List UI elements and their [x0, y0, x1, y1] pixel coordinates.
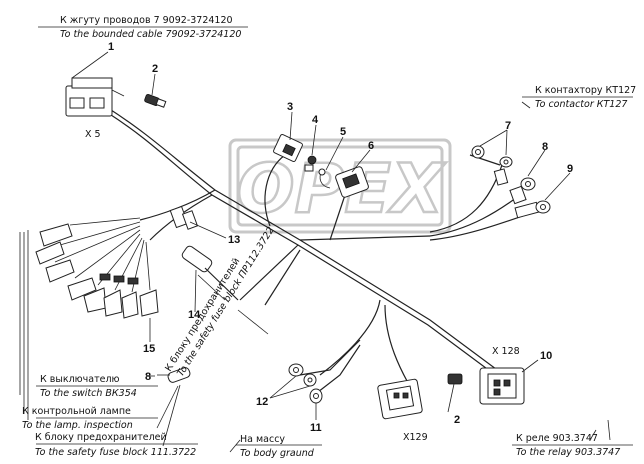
label-fuse-en: To the safety fuse block 111.3722	[35, 447, 196, 458]
connector-x128	[479, 367, 525, 405]
connector-x128-label: X 128	[492, 346, 520, 357]
label-block-pr-ru: К блоку предохранителей	[163, 256, 242, 374]
callout-3: 3	[287, 101, 293, 113]
label-relay-en: To the relay 903.3747	[516, 447, 620, 458]
callout-12: 12	[256, 396, 268, 408]
callout-13: 13	[228, 234, 240, 246]
callout-2-bottom: 2	[454, 414, 460, 426]
callout-5: 5	[340, 126, 346, 138]
label-fuse-ru: К блоку предохранителей	[35, 432, 167, 443]
label-contactor-en: To contactor КТ127	[535, 99, 627, 110]
connector-part-6	[335, 166, 369, 198]
callout-2-top: 2	[152, 63, 158, 75]
connector-part-3	[273, 134, 303, 162]
label-switch-ru: К выключателю	[40, 374, 120, 385]
label-lamp-en: To the lamp. inspection	[22, 420, 133, 431]
terminal-part-2	[144, 94, 167, 108]
terminal-part-8-bottom	[167, 367, 191, 383]
callout-numbers: 1 2 3 4 5 6 7 8 9 10 11 12 13 14 15 8 2	[108, 41, 573, 434]
label-mass-en: To body graund	[240, 448, 315, 459]
connector-x5	[65, 77, 125, 117]
fitting-part-4	[304, 155, 317, 172]
callout-14: 14	[188, 309, 201, 321]
callout-6: 6	[368, 140, 374, 152]
callout-8-bottom: 8	[145, 371, 151, 383]
callout-1: 1	[108, 41, 114, 53]
connector-x5-label: X 5	[85, 129, 101, 140]
label-contactor-ru: К контахтору КТ127	[535, 85, 636, 96]
ring-terminal-7	[469, 145, 513, 186]
label-mass-ru: На массу	[240, 434, 285, 445]
label-relay-ru: К реле 903.3747	[516, 433, 598, 444]
fitting-part-5	[318, 168, 331, 189]
fuse-holder-part-14	[181, 245, 239, 301]
label-bounded-cable-ru: К жгуту проводов 7 9092-3724120	[60, 15, 233, 26]
connector-part-13	[169, 205, 199, 230]
callout-8-top: 8	[542, 141, 548, 153]
ring-terminal-9	[514, 200, 551, 219]
callout-11: 11	[310, 422, 322, 434]
callout-9: 9	[567, 163, 573, 175]
callout-15: 15	[143, 343, 155, 355]
label-switch-en: To the switch ВК354	[40, 388, 137, 399]
leader-lines	[19, 26, 633, 453]
connector-x129-label: X129	[403, 432, 428, 443]
ground-lugs-part-11-12	[288, 363, 323, 404]
connector-x129	[377, 378, 423, 420]
callout-7: 7	[505, 120, 511, 132]
label-lamp-ru: К контрольной лампе	[22, 406, 131, 417]
terminal-part-2-x128	[447, 373, 463, 385]
sleeve-bundle-part-15	[35, 217, 159, 319]
callout-4: 4	[312, 114, 319, 126]
ring-terminal-8-contactor	[509, 177, 536, 205]
callout-10: 10	[540, 350, 552, 362]
label-bounded-cable-en: To the bounded cable 79092-3724120	[60, 29, 241, 40]
harness-trunk	[107, 107, 541, 396]
